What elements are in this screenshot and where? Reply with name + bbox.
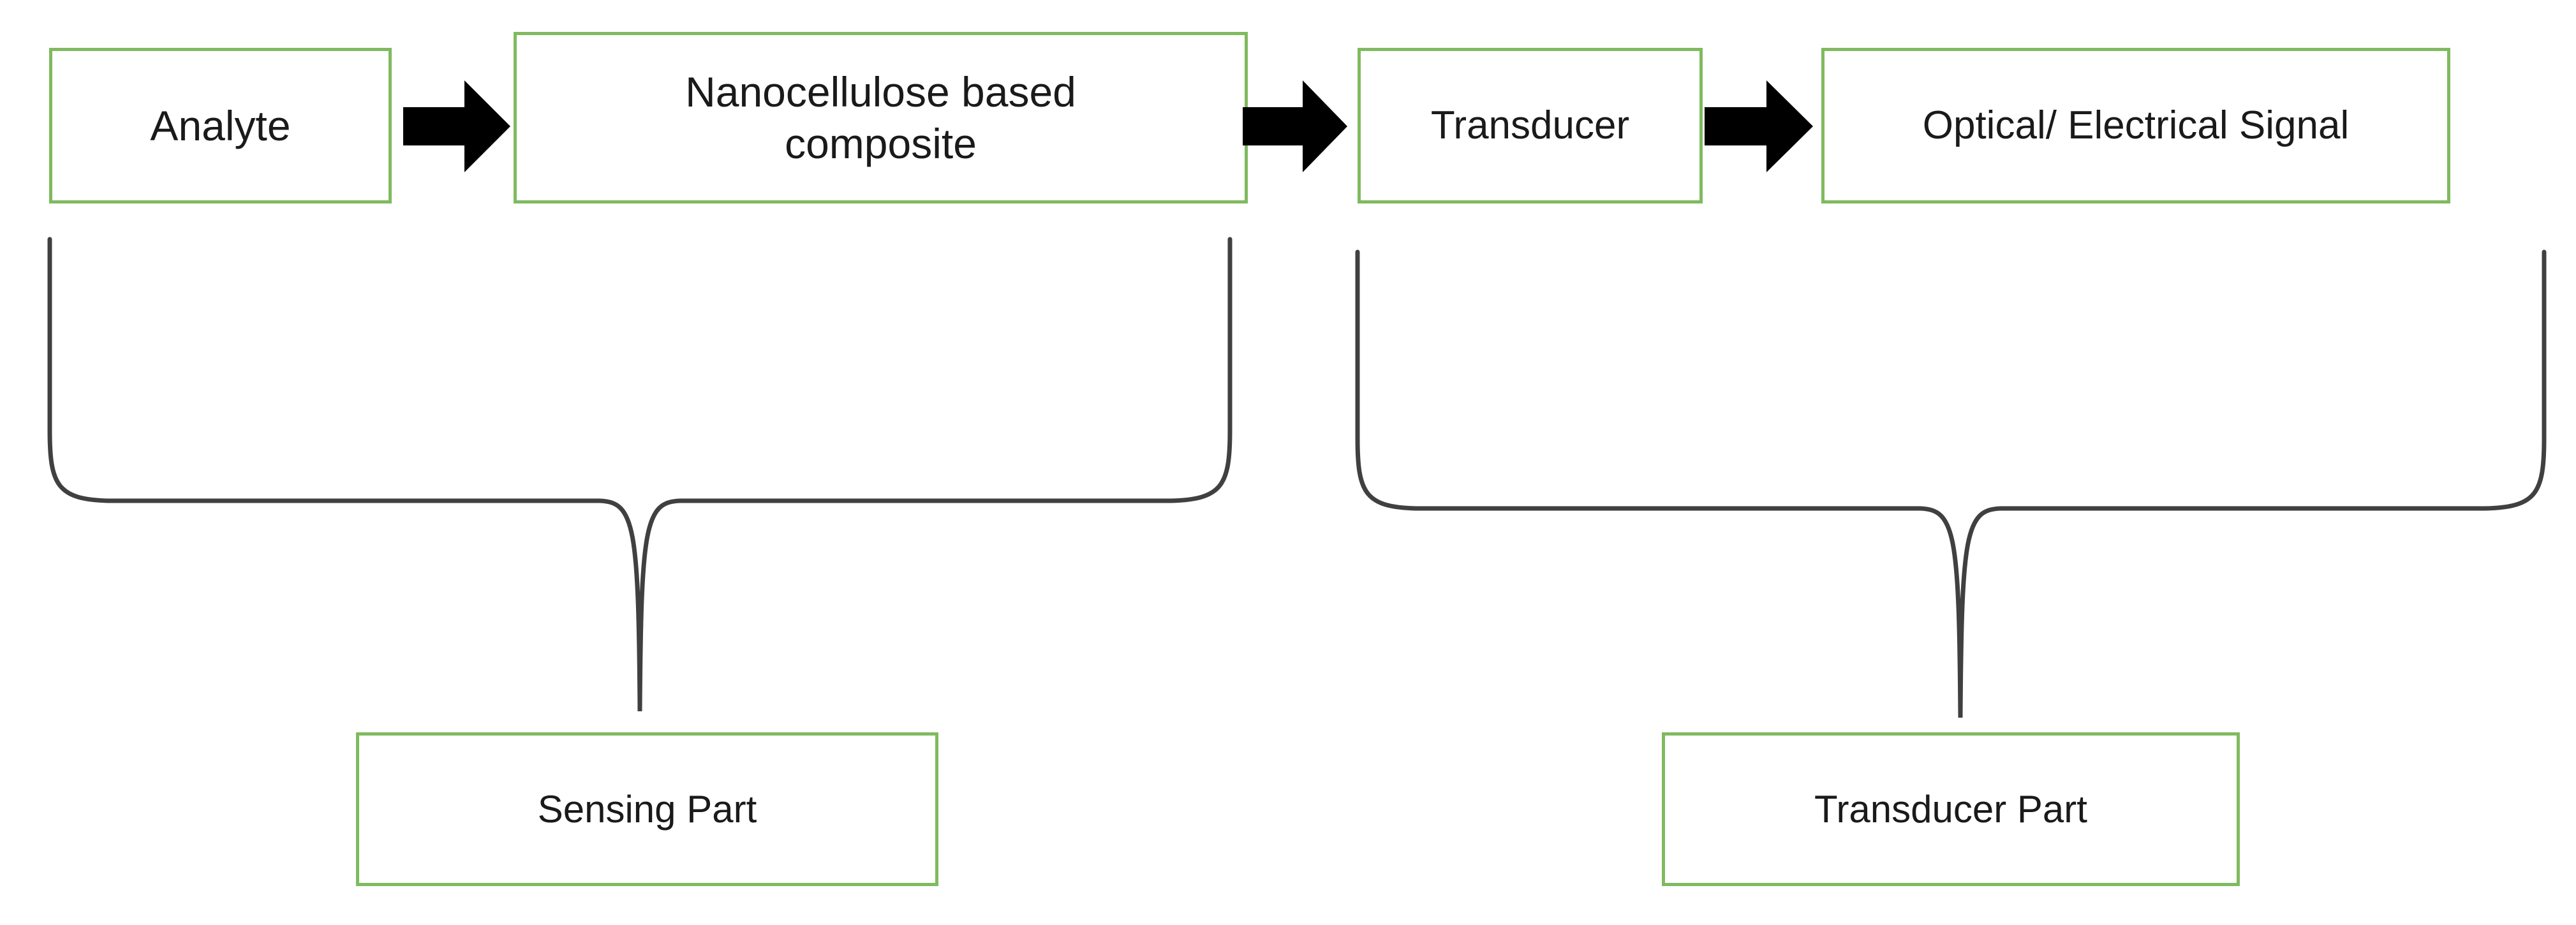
right-block-arrow-icon-1 — [403, 80, 510, 172]
flow-box-optical-electrical-signal[interactable]: Optical/ Electrical Signal — [1821, 48, 2450, 204]
flow-box-analyte[interactable]: Analyte — [49, 48, 392, 204]
right-block-arrow-shape-1 — [403, 80, 510, 172]
curly-brace-down-icon-transducer — [1346, 249, 2558, 718]
flow-box-analyte-label: Analyte — [150, 101, 291, 149]
right-block-arrow-shape-2 — [1243, 80, 1347, 172]
flow-box-transducer[interactable]: Transducer — [1358, 48, 1703, 204]
group-box-sensing-part[interactable]: Sensing Part — [356, 732, 938, 886]
flow-box-optical-electrical-signal-label: Optical/ Electrical Signal — [1922, 103, 2350, 148]
right-block-arrow-shape-3 — [1705, 80, 1813, 172]
group-box-transducer-part-label: Transducer Part — [1814, 787, 2087, 831]
flow-box-composite[interactable]: Nanocellulose based composite — [514, 32, 1248, 204]
group-box-transducer-part[interactable]: Transducer Part — [1662, 732, 2240, 886]
curly-brace-down-icon-sensing — [38, 237, 1244, 712]
group-box-sensing-part-label: Sensing Part — [537, 787, 757, 831]
curly-brace-down-shape-transducer — [1355, 249, 2547, 718]
curly-brace-down-shape-sensing — [47, 237, 1232, 712]
right-block-arrow-icon-3 — [1705, 80, 1813, 172]
flow-box-composite-label: Nanocellulose based composite — [685, 68, 1076, 167]
flow-box-transducer-label: Transducer — [1430, 103, 1630, 148]
right-block-arrow-icon-2 — [1243, 80, 1347, 172]
